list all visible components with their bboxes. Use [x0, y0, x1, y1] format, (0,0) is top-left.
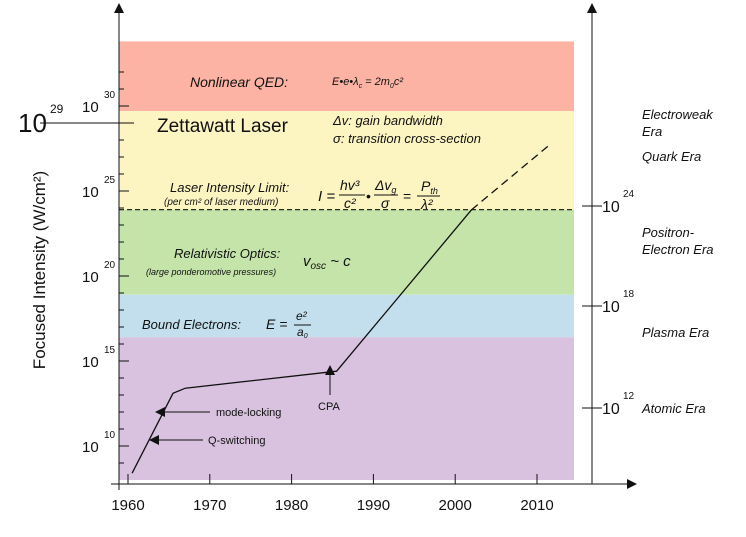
big-tick-exponent: 29: [50, 102, 64, 116]
limit-hv3: hv³: [340, 177, 360, 193]
era-positron: Positron- Electron Era: [642, 225, 714, 257]
vosc-v: v: [303, 253, 312, 270]
bound-a: a0: [297, 325, 308, 340]
era-positron-2: Electron Era: [642, 242, 714, 257]
limit-P: Pth: [421, 178, 438, 196]
era-plasma: Plasma Era: [642, 325, 709, 340]
x-ticks-group: 1960 1970 1980 1990 2000 2010: [111, 474, 554, 514]
vosc-sub: osc: [311, 261, 327, 272]
cross-section-label: σ: transition cross-section: [333, 131, 481, 146]
qed-sub-c: c: [359, 83, 363, 90]
era-atomic: Atomic Era: [641, 401, 706, 416]
limit-sigma: σ: [381, 195, 390, 211]
right-tick-exp: 18: [623, 289, 635, 300]
x-tick-label-1980: 1980: [275, 497, 308, 514]
qed-e: E•e•λ: [332, 76, 359, 88]
limit-subtitle: (per cm² of laser medium): [164, 197, 278, 208]
y-tick-label-exp: 10: [104, 430, 116, 441]
big-tick-base: 10: [18, 108, 47, 138]
bound-a-text: a: [297, 325, 304, 339]
limit-lambda2: λ²: [420, 196, 434, 212]
region-1: [119, 111, 574, 210]
gain-bandwidth-label: Δv: gain bandwidth: [332, 113, 443, 128]
region-3: [119, 294, 574, 338]
zettawatt-label: Zettawatt Laser: [157, 116, 289, 137]
q-switching-label: Q-switching: [208, 435, 265, 447]
series-line-solid: [131, 209, 473, 474]
limit-title: Laser Intensity Limit:: [170, 180, 290, 195]
relativistic-label: Relativistic Optics:: [174, 246, 281, 261]
qed-sub-0: 0: [390, 83, 394, 90]
x-tick-label-2000: 2000: [439, 497, 472, 514]
limit-dv-sub: g: [391, 185, 396, 195]
y-tick-label-exp: 30: [104, 90, 116, 101]
y-tick-label-base: 10: [82, 99, 99, 116]
y-tick-label-exp: 15: [104, 345, 116, 356]
limit-P-text: P: [421, 178, 431, 194]
right-tick-base: 10: [602, 299, 620, 316]
x-tick-label-1990: 1990: [357, 497, 390, 514]
mode-locking-label: mode-locking: [216, 407, 281, 419]
limit-P-sub: th: [430, 186, 438, 196]
x-tick-label-1970: 1970: [193, 497, 226, 514]
limit-dv-text: Δv: [374, 177, 392, 193]
bound-a-sub: 0: [304, 333, 308, 340]
bound-label: Bound Electrons:: [142, 317, 241, 332]
limit-bullet: •: [366, 188, 371, 204]
bound-E: E =: [266, 316, 287, 332]
y-tick-label-exp: 20: [104, 260, 116, 271]
series-line-dashed: [471, 144, 550, 211]
right-tick-exp: 24: [623, 189, 635, 200]
era-electroweak-1: Electroweak: [642, 107, 714, 122]
y-tick-label-exp: 25: [104, 175, 116, 186]
region-4: [119, 337, 574, 480]
y-axis-label: Focused Intensity (W/cm²): [30, 171, 49, 369]
limit-c2: c²: [344, 195, 357, 211]
qed-formula: E•e•λc = 2m0c²: [332, 76, 403, 90]
era-quark: Quark Era: [642, 149, 701, 164]
nonlinear-qed-label: Nonlinear QED:: [190, 74, 288, 90]
era-electroweak-2: Era: [642, 124, 662, 139]
limit-I: I =: [318, 188, 335, 205]
relativistic-sub: (large ponderomotive pressures): [146, 267, 276, 277]
y-tick-label-base: 10: [82, 439, 99, 456]
vosc-rest: ~ c: [326, 253, 351, 270]
vosc-label: vosc ~ c: [303, 253, 351, 272]
limit-eq: =: [403, 188, 411, 204]
y-tick-label-base: 10: [82, 269, 99, 286]
right-tick-base: 10: [602, 401, 620, 418]
right-tick-exp: 12: [623, 391, 635, 402]
regions-group: [119, 41, 574, 480]
era-positron-1: Positron-: [642, 225, 695, 240]
bound-e2: e²: [296, 309, 308, 323]
qed-eq: = 2m: [362, 76, 390, 88]
right-tick-base: 10: [602, 199, 620, 216]
qed-c2: c²: [394, 76, 404, 88]
y-ticks-group: 10 10 10 15 10 20 10 25 10 30: [82, 71, 129, 464]
x-tick-label-1960: 1960: [111, 497, 144, 514]
region-0: [119, 41, 574, 112]
region-2: [119, 209, 574, 295]
y-tick-label-base: 10: [82, 184, 99, 201]
limit-dv: Δvg: [374, 177, 396, 195]
y-tick-label-base: 10: [82, 354, 99, 371]
x-tick-label-2010: 2010: [520, 497, 553, 514]
cpa-label: CPA: [318, 401, 340, 413]
